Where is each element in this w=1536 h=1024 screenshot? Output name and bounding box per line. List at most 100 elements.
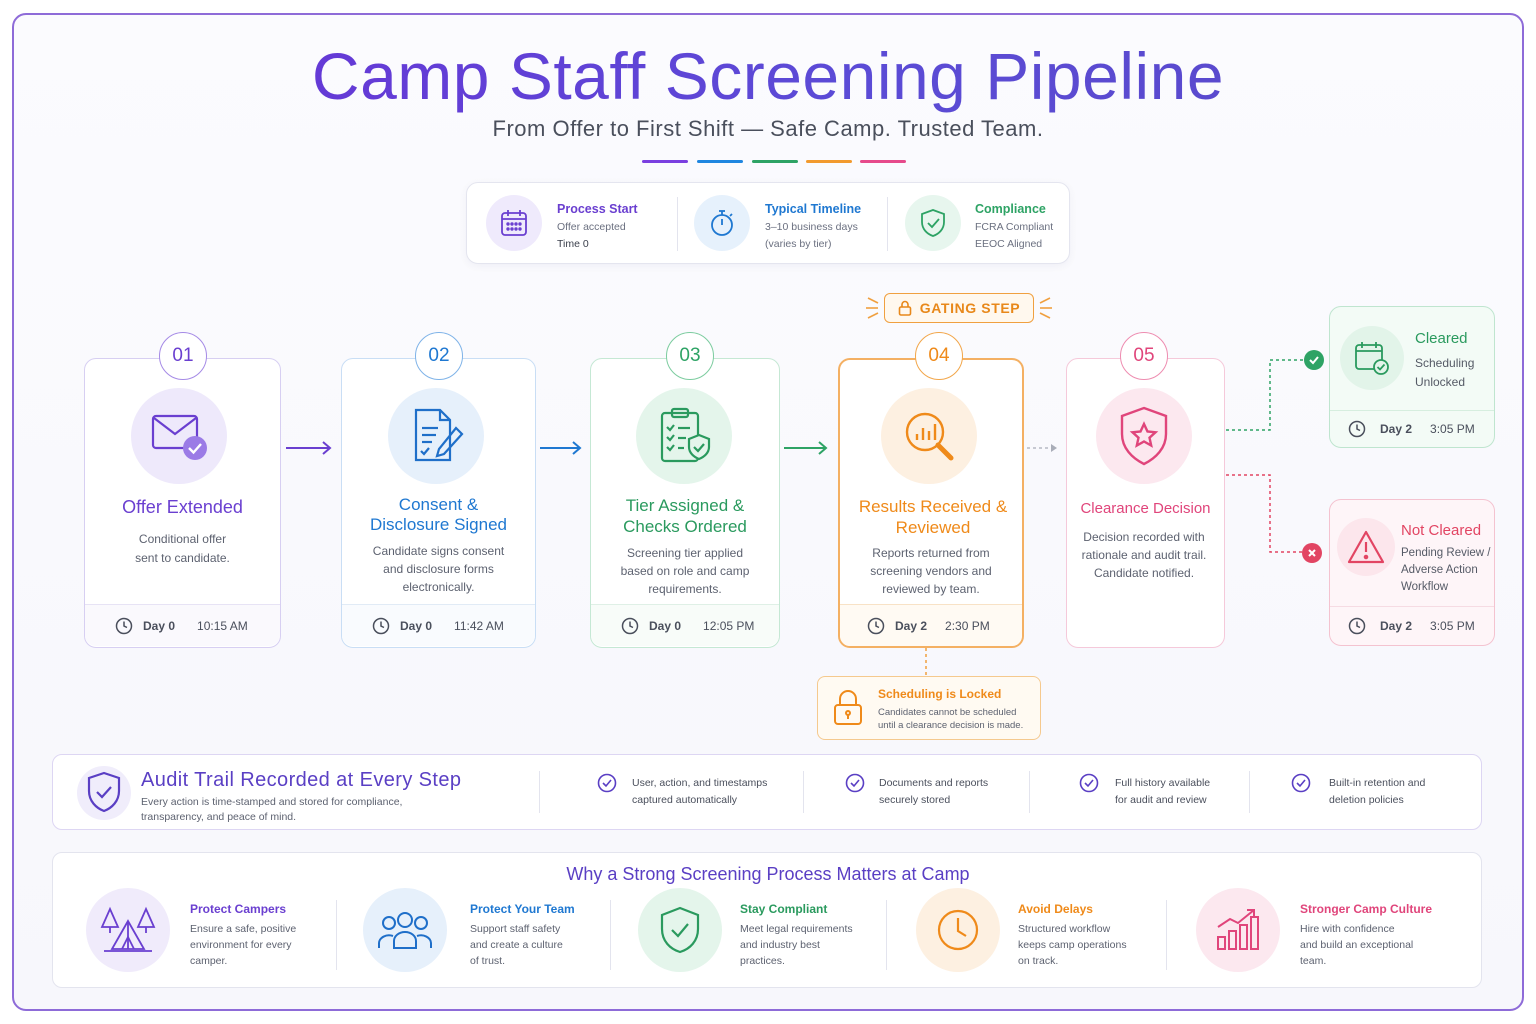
typical-timeline-line1: 3–10 business days xyxy=(765,221,858,233)
accent-bar-green xyxy=(752,160,798,163)
step-timestamp: Day 2 2:30 PM xyxy=(840,604,1022,646)
why-item-text: and build an exceptional xyxy=(1300,939,1414,951)
step-desc-line: Reports returned from xyxy=(872,546,990,560)
calendar-check-icon xyxy=(1340,326,1404,390)
calendar-icon xyxy=(486,195,542,251)
lock-icon xyxy=(898,300,912,316)
step-number-badge: 01 xyxy=(159,332,207,380)
flow-arrow xyxy=(540,441,582,455)
why-item-text: and create a culture xyxy=(470,939,563,951)
why-item-title: Protect Campers xyxy=(190,902,287,916)
why-item-text: Hire with confidence xyxy=(1300,923,1395,935)
audit-item-text: User, action, and timestamps xyxy=(632,777,768,789)
why-item-text: Support staff safety xyxy=(470,923,561,935)
gating-step-label: GATING STEP xyxy=(919,300,1021,316)
why-item-title: Protect Your Team xyxy=(470,902,575,916)
step-number-badge: 04 xyxy=(915,332,963,380)
why-item-text: on track. xyxy=(1018,955,1059,967)
audit-subtitle: Every action is time-stamped and stored … xyxy=(141,796,403,808)
page-title: Camp Staff Screening Pipeline xyxy=(0,38,1536,114)
clock-icon xyxy=(867,617,885,634)
step-timestamp: Day 0 10:15 AM xyxy=(85,604,280,646)
why-item-text: keeps camp operations xyxy=(1018,939,1127,951)
audit-title: Audit Trail Recorded at Every Step xyxy=(141,769,462,791)
audit-item-text: Documents and reports xyxy=(879,777,989,789)
outcome-not-cleared-line: Workflow xyxy=(1401,581,1449,593)
outcome-cleared-title: Cleared xyxy=(1415,330,1468,347)
shield-check-icon xyxy=(638,888,722,972)
warning-icon xyxy=(1337,518,1395,576)
audit-item-text: captured automatically xyxy=(632,794,738,806)
clock-icon xyxy=(916,888,1000,972)
outcome-not-cleared-line: Pending Review / xyxy=(1401,547,1491,559)
step-number-badge: 03 xyxy=(666,332,714,380)
audit-item: Documents and reports securely stored xyxy=(845,773,988,806)
why-divider xyxy=(336,900,337,970)
clock-icon xyxy=(621,617,639,634)
process-start-line1: Offer accepted xyxy=(557,221,626,233)
audit-item-text: for audit and review xyxy=(1115,794,1207,806)
why-item-text: team. xyxy=(1300,955,1327,967)
stopwatch-icon xyxy=(694,195,750,251)
step-timestamp: Day 0 11:42 AM xyxy=(342,604,535,646)
check-circle-icon xyxy=(845,773,865,793)
process-start-info: Process Start Offer accepted Time 0 xyxy=(467,183,677,265)
why-item-title: Avoid Delays xyxy=(1018,902,1093,916)
audit-item-text: securely stored xyxy=(879,794,951,806)
step-desc-line: Candidate signs consent xyxy=(372,544,505,558)
step-number-badge: 05 xyxy=(1120,332,1168,380)
step-desc-line: based on role and camp xyxy=(620,564,750,578)
typical-timeline-info: Typical Timeline 3–10 business days (var… xyxy=(677,183,887,265)
outcome-not-cleared-day: Day 2 xyxy=(1380,619,1413,633)
why-divider xyxy=(610,900,611,970)
step-title: Consent & xyxy=(398,495,479,514)
accent-bar-orange xyxy=(806,160,852,163)
step-desc-line: rationale and audit trail. xyxy=(1081,548,1207,562)
accent-bar-pink xyxy=(860,160,906,163)
scheduling-locked-note: Scheduling is Locked Candidates cannot b… xyxy=(817,676,1041,740)
envelope-check-icon xyxy=(131,388,227,484)
step-desc-line: Candidate notified. xyxy=(1093,566,1195,580)
step-time: 11:42 AM xyxy=(454,618,504,633)
clipboard-shield-icon xyxy=(636,388,732,484)
step-title: Reviewed xyxy=(895,518,971,537)
step-day: Day 0 xyxy=(143,618,176,633)
why-divider xyxy=(886,900,887,970)
flow-arrow xyxy=(286,441,332,455)
audit-trail-panel: Audit Trail Recorded at Every Step Every… xyxy=(52,754,1482,830)
why-item-text: practices. xyxy=(740,955,785,967)
gating-step-badge: GATING STEP xyxy=(884,293,1034,323)
gating-burst-left xyxy=(866,297,879,319)
outcome-cleared-time: 3:05 PM xyxy=(1430,422,1475,436)
audit-item: User, action, and timestamps captured au… xyxy=(597,773,767,806)
shield-check-icon xyxy=(905,195,961,251)
locked-note-line: Candidates cannot be scheduled xyxy=(878,707,1017,718)
locked-note-title: Scheduling is Locked xyxy=(878,687,1002,701)
step-day: Day 2 xyxy=(895,618,928,633)
dashed-connector xyxy=(1027,444,1057,452)
step-timestamp: Day 0 12:05 PM xyxy=(591,604,779,646)
audit-divider xyxy=(1249,771,1250,813)
process-start-title: Process Start xyxy=(557,202,638,216)
step-desc-line: electronically. xyxy=(402,580,475,594)
why-item-text: environment for every xyxy=(190,939,292,951)
why-item-title: Stay Compliant xyxy=(740,902,828,916)
audit-divider xyxy=(1029,771,1030,813)
step-desc-line: and disclosure forms xyxy=(383,562,494,576)
outcome-cleared-line: Unlocked xyxy=(1415,375,1466,389)
audit-item: Built-in retention and deletion policies xyxy=(1291,773,1425,806)
outcome-not-cleared-title: Not Cleared xyxy=(1401,522,1482,539)
gating-burst-right xyxy=(1039,297,1052,319)
step-desc-line: screening vendors and xyxy=(870,564,992,578)
why-item-text: camper. xyxy=(190,955,228,967)
why-item-text: and industry best xyxy=(740,939,820,951)
step-day: Day 0 xyxy=(649,618,682,633)
clock-icon xyxy=(1348,617,1366,635)
why-section-title: Why a Strong Screening Process Matters a… xyxy=(566,864,970,884)
compliance-title: Compliance xyxy=(975,202,1046,216)
accent-bar-purple xyxy=(642,160,688,163)
shield-check-icon xyxy=(77,766,131,820)
process-start-line2: Time 0 xyxy=(557,238,589,250)
audit-item-text: Full history available xyxy=(1115,777,1211,789)
clock-icon xyxy=(372,617,390,634)
